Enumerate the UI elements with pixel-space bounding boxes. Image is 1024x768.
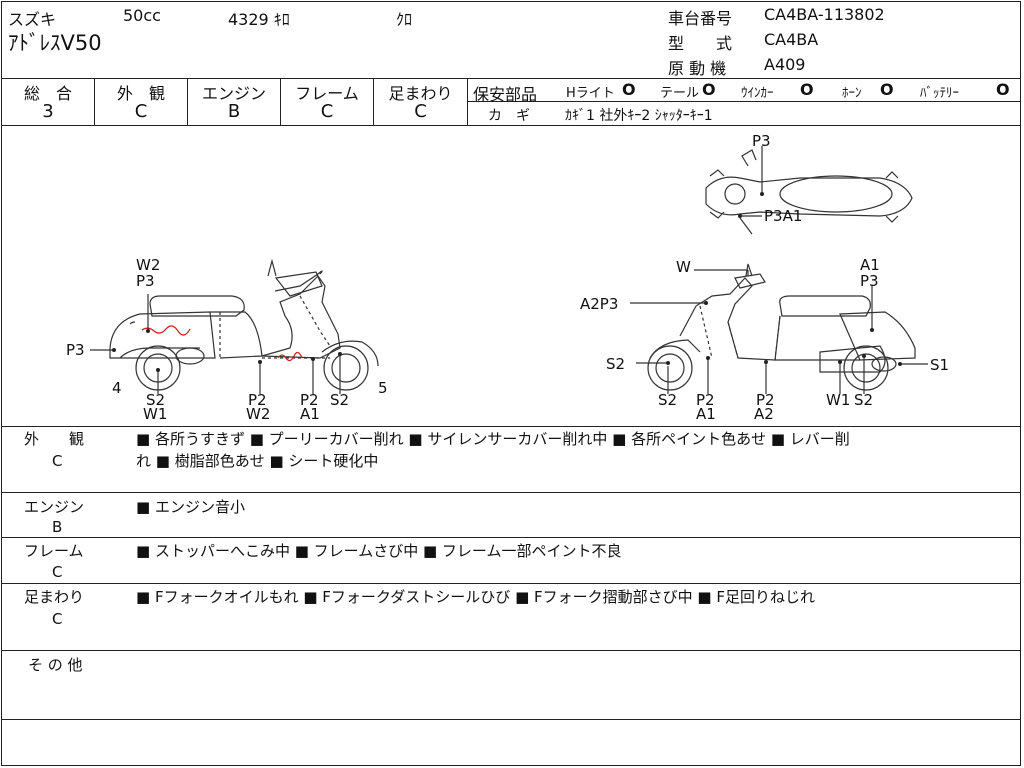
left-label-p3-top: P3 xyxy=(136,272,155,290)
maker: スズキ xyxy=(8,10,57,29)
note-chassis-category: 足まわり xyxy=(24,588,85,606)
grade-total-value: 3 xyxy=(42,101,54,122)
note-frame-line1: ■ ストッパーへこみ中 ■ フレームさび中 ■ フレーム一部ペイント不良 xyxy=(136,542,622,560)
safety-horn-label: ﾎｰﾝ xyxy=(842,86,862,101)
right-label-w1: W1 xyxy=(826,391,850,409)
right-label-a1-a: A1 xyxy=(696,405,716,423)
safety-battery-status: O xyxy=(996,80,1010,99)
safety-headlight-status: O xyxy=(622,80,636,99)
left-label-w2-b: W2 xyxy=(246,405,270,423)
note-engine-grade: B xyxy=(52,518,63,536)
left-label-s2-b: S2 xyxy=(330,391,349,409)
grade-total-label: 総 合 xyxy=(23,84,72,103)
safety-title: 保安部品 xyxy=(473,85,538,104)
color: ｸﾛ xyxy=(396,10,413,29)
top-label-p3a1: P3A1 xyxy=(764,207,802,225)
safety-tail-status: O xyxy=(702,80,716,99)
grade-chassis-label: 足まわり xyxy=(388,84,453,103)
top-label-p3: P3 xyxy=(752,132,771,150)
note-other-category: そ の 他 xyxy=(28,656,83,674)
note-exterior-line2: れ ■ 樹脂部色あせ ■ シート硬化中 xyxy=(136,452,379,470)
left-label-5: 5 xyxy=(378,379,388,397)
frame-no-label: 車台番号 xyxy=(668,9,733,28)
engine-value: A409 xyxy=(764,55,806,74)
grade-chassis-value: C xyxy=(414,101,427,122)
type-label: 型 式 xyxy=(668,34,733,53)
note-exterior-line1: ■ 各所うすきず ■ プーリーカバー削れ ■ サイレンサーカバー削れ中 ■ 各所… xyxy=(136,430,850,448)
mileage: 4329 ｷﾛ xyxy=(228,10,290,29)
right-label-s2-left: S2 xyxy=(606,355,625,373)
right-label-s2-a: S2 xyxy=(658,391,677,409)
grade-exterior-value: C xyxy=(134,101,148,122)
engine-label: 原 動 機 xyxy=(668,59,727,78)
note-exterior-grade: C xyxy=(52,452,63,470)
left-label-s2-a: S2 xyxy=(146,391,165,409)
note-exterior-category: 外 観 xyxy=(24,430,85,448)
safety-horn-status: O xyxy=(880,80,894,99)
note-engine-line1: ■ エンジン音小 xyxy=(136,498,245,516)
left-label-a1: A1 xyxy=(300,405,320,423)
safety-winker-status: O xyxy=(800,80,814,99)
frame-no: CA4BA-113802 xyxy=(764,5,885,24)
right-side-scooter xyxy=(647,263,916,391)
grade-engine-label: エンジン xyxy=(201,84,266,103)
right-label-p2-b: P2 xyxy=(756,391,775,409)
grade-frame-label: フレーム xyxy=(295,84,359,103)
right-label-a1-top: A1 xyxy=(860,256,880,274)
right-label-p3-top: P3 xyxy=(860,272,879,290)
right-label-s2-b: S2 xyxy=(854,391,873,409)
note-chassis-grade: C xyxy=(52,610,63,628)
right-label-a2: A2 xyxy=(754,405,774,423)
safety-winker-label: ｳｲﾝｶｰ xyxy=(741,86,774,101)
key-label: カ ギ xyxy=(488,108,530,124)
note-frame-category: フレーム xyxy=(24,542,84,560)
left-label-p2-a: P2 xyxy=(248,391,267,409)
note-chassis-line1: ■ Fフォークオイルもれ ■ Fフォークダストシールひび ■ Fフォーク摺動部さ… xyxy=(136,588,815,606)
right-label-a2p3: A2P3 xyxy=(580,295,618,313)
damage-diagram: W2 P3 P3 4 5 S2 W1 P2 W2 P2 A1 S2 W A1 P… xyxy=(66,132,949,423)
right-label-s1: S1 xyxy=(930,356,949,374)
right-label-w: W xyxy=(676,258,691,276)
left-label-w2-top: W2 xyxy=(136,256,160,274)
safety-tail-label: テール xyxy=(660,86,700,101)
note-frame-grade: C xyxy=(52,563,63,581)
left-label-w1: W1 xyxy=(143,405,167,423)
grade-frame-value: C xyxy=(320,101,334,122)
displacement: 50cc xyxy=(123,6,161,25)
safety-battery-label: ﾊﾞｯﾃﾘｰ xyxy=(920,86,959,101)
grade-exterior-label: 外 観 xyxy=(116,84,165,103)
left-label-4: 4 xyxy=(112,379,122,397)
top-view-scooter xyxy=(705,149,913,235)
left-label-p2-b: P2 xyxy=(300,391,319,409)
model-name: ｱﾄﾞﾚｽV50 xyxy=(8,31,102,55)
grade-engine-value: B xyxy=(227,101,241,122)
safety-headlight-label: Hライト xyxy=(566,86,615,101)
right-label-p2-a: P2 xyxy=(696,391,715,409)
note-engine-category: エンジン xyxy=(24,498,85,516)
key-text: ｶｷﾞ1 社外ｷｰ2 ｼｬｯﾀｰｷｰ1 xyxy=(565,108,713,124)
left-label-p3-left: P3 xyxy=(66,341,85,359)
type-value: CA4BA xyxy=(764,30,819,49)
